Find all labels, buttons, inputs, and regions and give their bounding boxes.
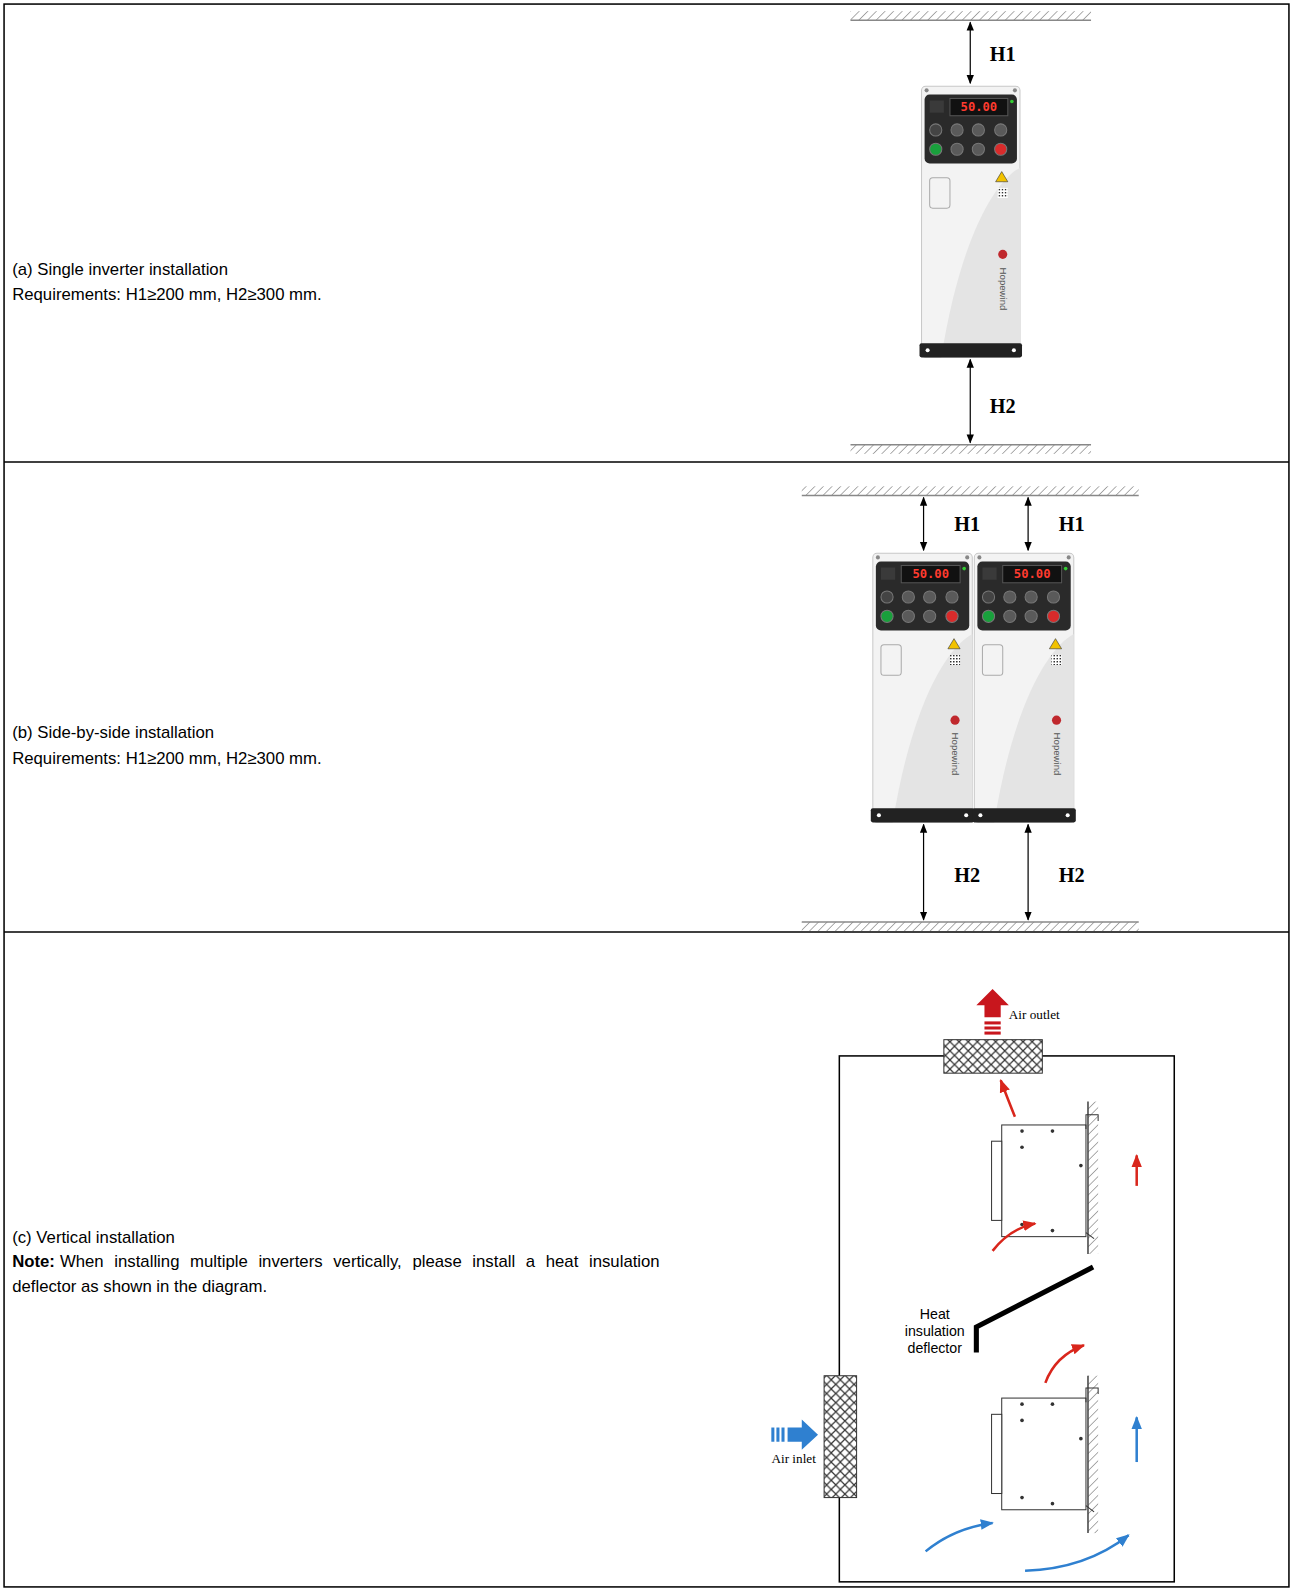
- row-title: (c) Vertical installation: [12, 1228, 175, 1248]
- air-outlet-grille: [944, 1040, 1042, 1074]
- dimension-label: H1: [1059, 512, 1085, 536]
- display-reading: 50.00: [961, 100, 998, 115]
- heat-insulation-deflector: [976, 1267, 1093, 1352]
- row-title: (b) Side-by-side installation: [12, 723, 214, 743]
- inverter-front: [871, 553, 975, 822]
- dimension-arrow: [970, 22, 971, 83]
- dimension-arrow: [923, 498, 924, 551]
- cabinet: [839, 1056, 1174, 1582]
- floor: [802, 922, 1139, 931]
- table-grid: [4, 4, 1289, 1587]
- airflow-arrow: [993, 1223, 1036, 1250]
- outlet-arrow: [976, 989, 1008, 1035]
- mounting-wall: [1088, 1376, 1098, 1533]
- airflow-arrow: [1045, 1345, 1084, 1383]
- airflow-label: Air outlet: [1009, 1007, 1060, 1023]
- airflow-arrow: [1001, 1080, 1015, 1117]
- inlet-arrow: [771, 1419, 818, 1449]
- dimension-arrow: [1027, 824, 1028, 919]
- note-heading: Note:: [12, 1252, 55, 1271]
- inverter-front: [972, 553, 1076, 822]
- dimension-label: H1: [990, 42, 1016, 66]
- dimension-label: H2: [954, 863, 980, 887]
- brand-logo: Hopewind: [1051, 733, 1063, 776]
- inverter-front: [920, 86, 1023, 357]
- dimension-arrow: [970, 359, 971, 442]
- display-reading: 50.00: [912, 567, 949, 582]
- airflow-arrow: [926, 1523, 993, 1551]
- inverter-side: [992, 1388, 1099, 1512]
- display-reading: 50.00: [1014, 567, 1051, 582]
- note-text: When installing multiple inverters verti…: [12, 1252, 660, 1295]
- row-title: (a) Single inverter installation: [12, 260, 228, 280]
- dimension-arrow: [923, 824, 924, 919]
- requirement-text: Requirements: H1≥200 mm, H2≥300 mm.: [12, 285, 321, 305]
- airflow-arrow: [1135, 1155, 1138, 1185]
- inverter-side: [992, 1115, 1099, 1239]
- dimension-label: H2: [990, 394, 1016, 418]
- airflow-label: Air inlet: [771, 1452, 815, 1468]
- mounting-wall: [1088, 1102, 1098, 1254]
- airflow-arrow: [1025, 1535, 1129, 1571]
- requirement-text: Requirements: H1≥200 mm, H2≥300 mm.: [12, 749, 321, 769]
- ceiling: [802, 486, 1139, 495]
- dimension-arrow: [1027, 498, 1028, 551]
- dimension-label: H1: [954, 512, 980, 536]
- dimension-label: H2: [1059, 863, 1085, 887]
- brand-logo: Hopewind: [949, 733, 961, 776]
- floor: [850, 445, 1091, 454]
- brand-logo: Hopewind: [997, 267, 1009, 310]
- airflow-arrow: [1135, 1417, 1138, 1462]
- ceiling: [850, 11, 1091, 20]
- air-inlet-grille: [824, 1376, 856, 1498]
- note-paragraph: Note:When installing multiple inverters …: [12, 1250, 660, 1299]
- deflector-label: Heat insulation deflector: [898, 1306, 971, 1357]
